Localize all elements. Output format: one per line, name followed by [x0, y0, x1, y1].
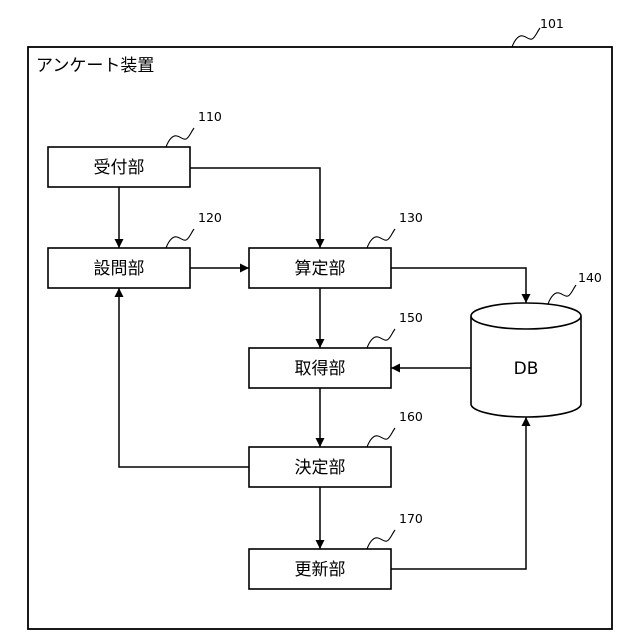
reception-ref-number: 110: [198, 109, 222, 124]
update-unit: 更新部: [249, 549, 391, 589]
reception-unit-label: 受付部: [94, 158, 145, 178]
arrow-reception-to-calculation: [190, 168, 320, 248]
update-ref-leader: [367, 530, 395, 549]
decision-unit: 決定部: [249, 447, 391, 487]
acquisition-unit-label: 取得部: [295, 359, 346, 379]
arrow-calculation-to-database: [391, 268, 526, 303]
decision-ref-leader: [367, 428, 395, 447]
update-ref-number: 170: [399, 511, 423, 526]
calculation-unit: 算定部: [249, 248, 391, 288]
database-label: DB: [514, 359, 539, 379]
acquisition-ref-leader: [367, 329, 395, 348]
device-ref-number: 101: [540, 16, 564, 31]
reception-unit: 受付部: [48, 147, 190, 187]
database-cylinder: DB: [471, 303, 581, 417]
device-title: アンケート装置: [36, 56, 154, 76]
question-unit: 設問部: [48, 248, 190, 288]
question-ref-number: 120: [198, 210, 222, 225]
calculation-ref-leader: [367, 229, 395, 248]
question-ref-leader: [166, 229, 194, 248]
calculation-unit-label: 算定部: [295, 259, 346, 279]
decision-unit-label: 決定部: [295, 458, 346, 478]
reception-ref-leader: [166, 128, 194, 147]
acquisition-unit: 取得部: [249, 348, 391, 388]
arrow-update-to-database: [391, 417, 526, 569]
update-unit-label: 更新部: [295, 560, 346, 580]
device-ref-leader: [512, 28, 540, 47]
question-unit-label: 設問部: [94, 259, 145, 279]
calculation-ref-number: 130: [399, 210, 423, 225]
acquisition-ref-number: 150: [399, 310, 423, 325]
arrow-decision-to-question: [119, 288, 249, 467]
decision-ref-number: 160: [399, 409, 423, 424]
database-ref-leader: [548, 285, 576, 304]
database-ref-number: 140: [578, 270, 602, 285]
